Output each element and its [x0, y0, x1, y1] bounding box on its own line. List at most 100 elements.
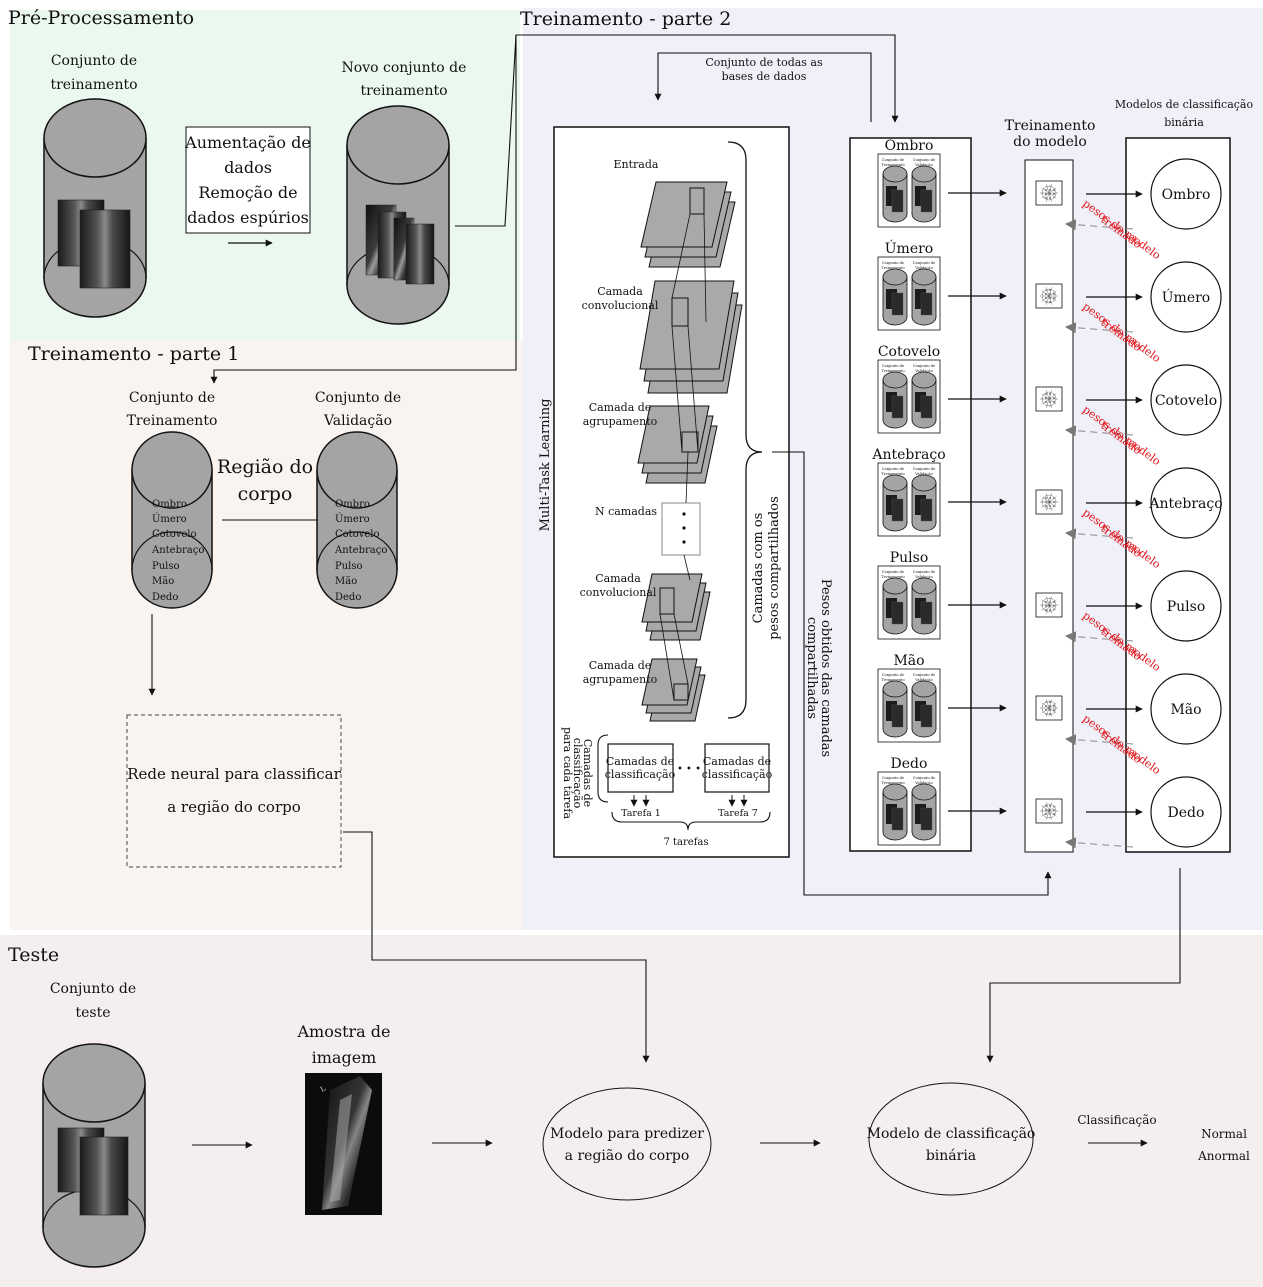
- svg-text:treinamento: treinamento: [50, 77, 137, 93]
- training-model-label: Treinamento do modelo: [1005, 118, 1096, 150]
- database-card-label: Conjunto de: [882, 158, 904, 162]
- svg-text:Modelos de classificação: Modelos de classificação: [1115, 98, 1254, 111]
- svg-text:Mão: Mão: [335, 576, 357, 587]
- database-region-label: Dedo: [891, 756, 928, 772]
- new-training-set-cylinder: [347, 106, 449, 324]
- svg-text:agrupamento: agrupamento: [583, 415, 658, 428]
- neural-network-icon: [1036, 799, 1062, 823]
- binary-model-label: Mão: [1170, 702, 1201, 718]
- binary-model-label: Pulso: [1167, 599, 1206, 615]
- binary-model-label: Antebraço: [1148, 496, 1222, 512]
- svg-text:Novo conjunto de: Novo conjunto de: [342, 60, 467, 76]
- section-title-train1: Treinamento - parte 1: [28, 343, 239, 365]
- svg-text:Conjunto de todas as: Conjunto de todas as: [705, 56, 823, 69]
- svg-text:Mão: Mão: [152, 576, 174, 587]
- svg-text:Camada: Camada: [597, 285, 643, 298]
- database-region-label: Cotovelo: [878, 344, 940, 360]
- mini-database-icon: [912, 372, 936, 428]
- database-region-label: Ombro: [885, 138, 934, 154]
- database-card-label: Conjunto de: [913, 776, 935, 780]
- svg-text:Ombro: Ombro: [152, 499, 187, 510]
- svg-text:N camadas: N camadas: [595, 505, 657, 518]
- svg-text:Treinamento: Treinamento: [1005, 118, 1096, 134]
- svg-text:para cada tarefa: para cada tarefa: [561, 727, 574, 820]
- svg-text:Modelo de classificação: Modelo de classificação: [867, 1126, 1036, 1142]
- normal-label: Normal: [1201, 1127, 1247, 1141]
- svg-text:Dedo: Dedo: [335, 592, 361, 603]
- svg-text:Aumentação de: Aumentação de: [184, 133, 311, 152]
- svg-text:Conjunto de: Conjunto de: [315, 390, 401, 406]
- svg-text:Região do: Região do: [217, 456, 313, 478]
- svg-text:agrupamento: agrupamento: [583, 673, 658, 686]
- shared-layers-label: Camadas com os pesos compartilhados: [751, 496, 782, 640]
- svg-text:Remoção de: Remoção de: [198, 183, 297, 202]
- neural-network-icon: [1036, 387, 1062, 411]
- svg-text:imagem: imagem: [312, 1048, 377, 1067]
- test-set-cylinder: [43, 1044, 145, 1267]
- database-card-label: Conjunto de: [882, 467, 904, 471]
- augmentation-box: Aumentação de dados Remoção de dados esp…: [184, 127, 311, 233]
- database-card-label: Conjunto de: [913, 467, 935, 471]
- svg-text:Treinamento: Treinamento: [127, 413, 218, 429]
- svg-text:Dedo: Dedo: [152, 592, 178, 603]
- svg-text:Antebraço: Antebraço: [151, 545, 204, 556]
- svg-text:Pesos obtidos das camadas: Pesos obtidos das camadas: [818, 579, 833, 757]
- svg-text:Camadas com os: Camadas com os: [751, 513, 766, 624]
- database-card-label: Conjunto de: [913, 570, 935, 574]
- svg-text:Conjunto de: Conjunto de: [51, 53, 137, 69]
- mini-database-icon: [883, 784, 907, 840]
- database-region-label: Pulso: [890, 550, 929, 566]
- svg-text:dados: dados: [224, 158, 272, 177]
- database-card-label: Conjunto de: [913, 673, 935, 677]
- svg-text:Conjunto de: Conjunto de: [129, 390, 215, 406]
- svg-text:binária: binária: [1164, 116, 1204, 129]
- svg-text:classificação: classificação: [605, 768, 676, 781]
- svg-text:pesos compartilhados: pesos compartilhados: [767, 496, 782, 640]
- database-card-label: Conjunto de: [882, 364, 904, 368]
- mtl-label: Multi-Task Learning: [538, 399, 553, 532]
- svg-text:Rede neural para classificar: Rede neural para classificar: [127, 765, 341, 783]
- mini-database-icon: [883, 578, 907, 634]
- cls-box-7: Camadas de classificação: [702, 744, 773, 792]
- database-region-label: Úmero: [885, 239, 933, 257]
- svg-text:Amostra de: Amostra de: [297, 1022, 391, 1041]
- svg-text:convolucional: convolucional: [582, 299, 659, 312]
- mini-database-icon: [883, 475, 907, 531]
- cls-side-label: Camadas de classificação para cada taref…: [561, 727, 594, 820]
- mini-database-icon: [912, 784, 936, 840]
- database-card-label: Conjunto de: [882, 570, 904, 574]
- task-1-label: Tarefa 1: [621, 808, 661, 819]
- mini-database-icon: [883, 681, 907, 737]
- sample-xray-image: L: [305, 1073, 382, 1215]
- database-card-label: Conjunto de: [913, 261, 935, 265]
- neural-network-icon: [1036, 593, 1062, 617]
- svg-text:Pulso: Pulso: [335, 561, 363, 572]
- task-7-label: Tarefa 7: [718, 808, 758, 819]
- svg-text:Camadas de: Camadas de: [606, 755, 674, 768]
- training-set-cylinder: [44, 99, 146, 317]
- section-title-train2: Treinamento - parte 2: [520, 8, 731, 30]
- database-region-label: Antebraço: [871, 447, 945, 463]
- mini-database-icon: [883, 269, 907, 325]
- mini-database-icon: [912, 681, 936, 737]
- neural-network-icon: [1036, 284, 1062, 308]
- svg-text:Camada de: Camada de: [589, 401, 652, 414]
- svg-text:corpo: corpo: [238, 483, 293, 505]
- neural-network-icon: [1036, 181, 1062, 205]
- svg-text:Validação: Validação: [323, 413, 392, 429]
- svg-text:a região do corpo: a região do corpo: [565, 1148, 690, 1164]
- svg-text:compartilhadas: compartilhadas: [804, 617, 819, 719]
- svg-text:dados espúrios: dados espúrios: [187, 208, 309, 227]
- binary-model-label: Cotovelo: [1155, 393, 1217, 409]
- database-card-label: Conjunto de: [913, 158, 935, 162]
- svg-text:convolucional: convolucional: [580, 586, 657, 599]
- svg-text:a região do corpo: a região do corpo: [167, 798, 301, 816]
- svg-text:teste: teste: [75, 1005, 110, 1021]
- svg-text:Cotovelo: Cotovelo: [335, 529, 380, 540]
- training-part1-section: [10, 340, 525, 930]
- svg-text:Ombro: Ombro: [335, 499, 370, 510]
- database-region-label: Mão: [893, 653, 924, 669]
- svg-text:Úmero: Úmero: [335, 513, 370, 525]
- classification-label: Classificação: [1077, 1113, 1156, 1127]
- test-section: [0, 935, 1263, 1287]
